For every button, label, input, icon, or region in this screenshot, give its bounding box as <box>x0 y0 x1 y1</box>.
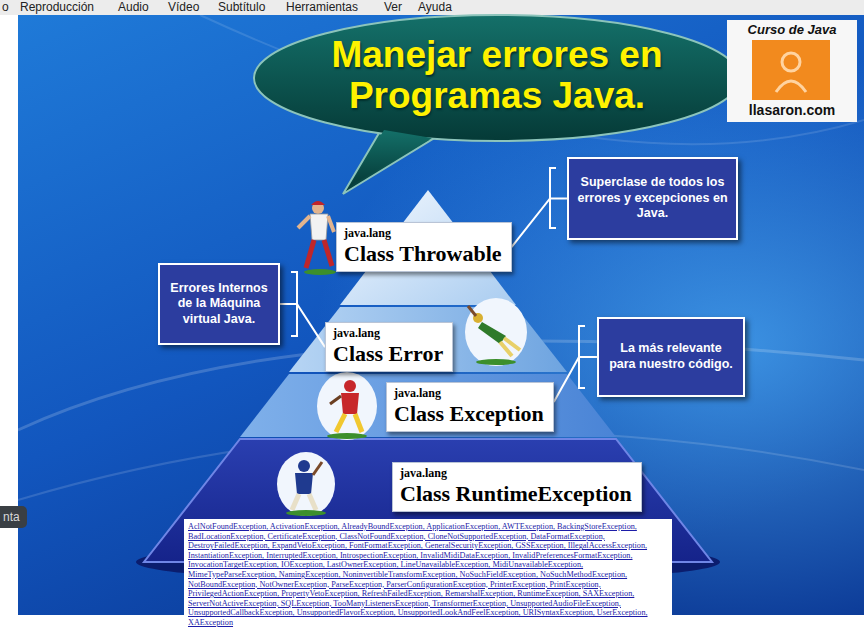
bubble-tail <box>343 128 436 194</box>
menu-item: Vídeo <box>168 0 199 14</box>
player-leg <box>292 494 299 510</box>
football-player <box>317 372 377 440</box>
player-arm <box>328 216 334 232</box>
leader-line <box>554 357 597 402</box>
callout-text: Errores Internos de la Máquina virtual J… <box>168 281 270 328</box>
player-oval <box>277 452 335 516</box>
pyramid-layer <box>240 374 616 437</box>
grass <box>476 359 516 365</box>
player-leg <box>500 342 512 356</box>
logo-site: llasaron.com <box>727 102 857 118</box>
package-name: java.lang <box>333 326 443 341</box>
player-jersey <box>341 393 359 414</box>
bubble-tail-fill <box>350 130 432 186</box>
football-player <box>465 298 527 366</box>
menu-item: Ayuda <box>418 0 452 14</box>
player-helmet <box>344 380 356 392</box>
package-name: java.lang <box>344 226 502 241</box>
player-jersey <box>478 322 506 344</box>
player-button: nta <box>0 506 27 528</box>
callout-text: La más relevante para nuestro código. <box>607 341 735 372</box>
menu-item: Audio <box>118 0 149 14</box>
grass <box>286 510 326 516</box>
player-oval <box>317 372 377 440</box>
player-arm <box>468 306 476 316</box>
callout-box: Errores Internos de la Máquina virtual J… <box>158 263 280 345</box>
player-arm <box>313 462 322 475</box>
player-leg <box>355 414 362 432</box>
player-oval <box>465 298 527 366</box>
class-box: java.langClass Throwable <box>336 222 512 272</box>
logo-figure <box>782 53 800 71</box>
speech-bubble <box>254 15 740 141</box>
exception-names: AclNotFoundException, ActivationExceptio… <box>188 522 668 628</box>
logo-square <box>752 40 830 100</box>
player-jersey <box>310 214 328 240</box>
class-box: java.langClass Exception <box>386 382 554 432</box>
football-player <box>277 452 335 516</box>
player-jersey <box>295 473 313 494</box>
player-helmet <box>298 460 310 472</box>
decor-arc <box>200 15 864 144</box>
class-box: java.langClass Error <box>325 322 453 372</box>
callout-box: Superclase de todos los errores y excepc… <box>567 157 738 240</box>
player-leg <box>336 414 345 432</box>
menu-item: Ver <box>384 0 402 14</box>
menu-item: Subtítulo <box>218 0 265 14</box>
package-name: java.lang <box>400 466 632 481</box>
player-leg <box>309 494 316 510</box>
slide-title: Manejar errores en Programas Java. <box>290 34 704 117</box>
logo-figure <box>776 81 806 92</box>
menu-item: Herramientas <box>286 0 358 14</box>
menu-bar <box>0 0 864 15</box>
class-name: Class Exception <box>394 401 544 426</box>
class-name: Class Throwable <box>344 241 502 266</box>
player-arm <box>330 396 341 404</box>
player-head <box>312 202 324 214</box>
player-cap <box>311 201 325 205</box>
exception-list: AclNotFoundException, ActivationExceptio… <box>184 519 672 631</box>
leader-line <box>512 199 568 248</box>
leader-line <box>280 304 325 347</box>
class-box: java.langClass RuntimeException <box>392 462 642 512</box>
menu-item: o <box>2 0 9 14</box>
callout-text: Superclase de todos los errores y excepc… <box>577 175 728 222</box>
grass <box>304 269 336 275</box>
logo-panel <box>727 20 857 122</box>
player-arm <box>298 216 310 228</box>
player-leg <box>306 240 314 268</box>
callout-box: La más relevante para nuestro código. <box>597 317 745 397</box>
baseball-player <box>298 201 336 275</box>
player-leg <box>324 240 332 266</box>
logo-title: Curso de Java <box>727 22 857 37</box>
grass <box>327 433 367 439</box>
pyramid-top <box>340 190 516 305</box>
class-name: Class RuntimeException <box>400 481 632 506</box>
menu-item: Reproducción <box>20 0 94 14</box>
class-name: Class Error <box>333 341 443 366</box>
package-name: java.lang <box>394 386 544 401</box>
